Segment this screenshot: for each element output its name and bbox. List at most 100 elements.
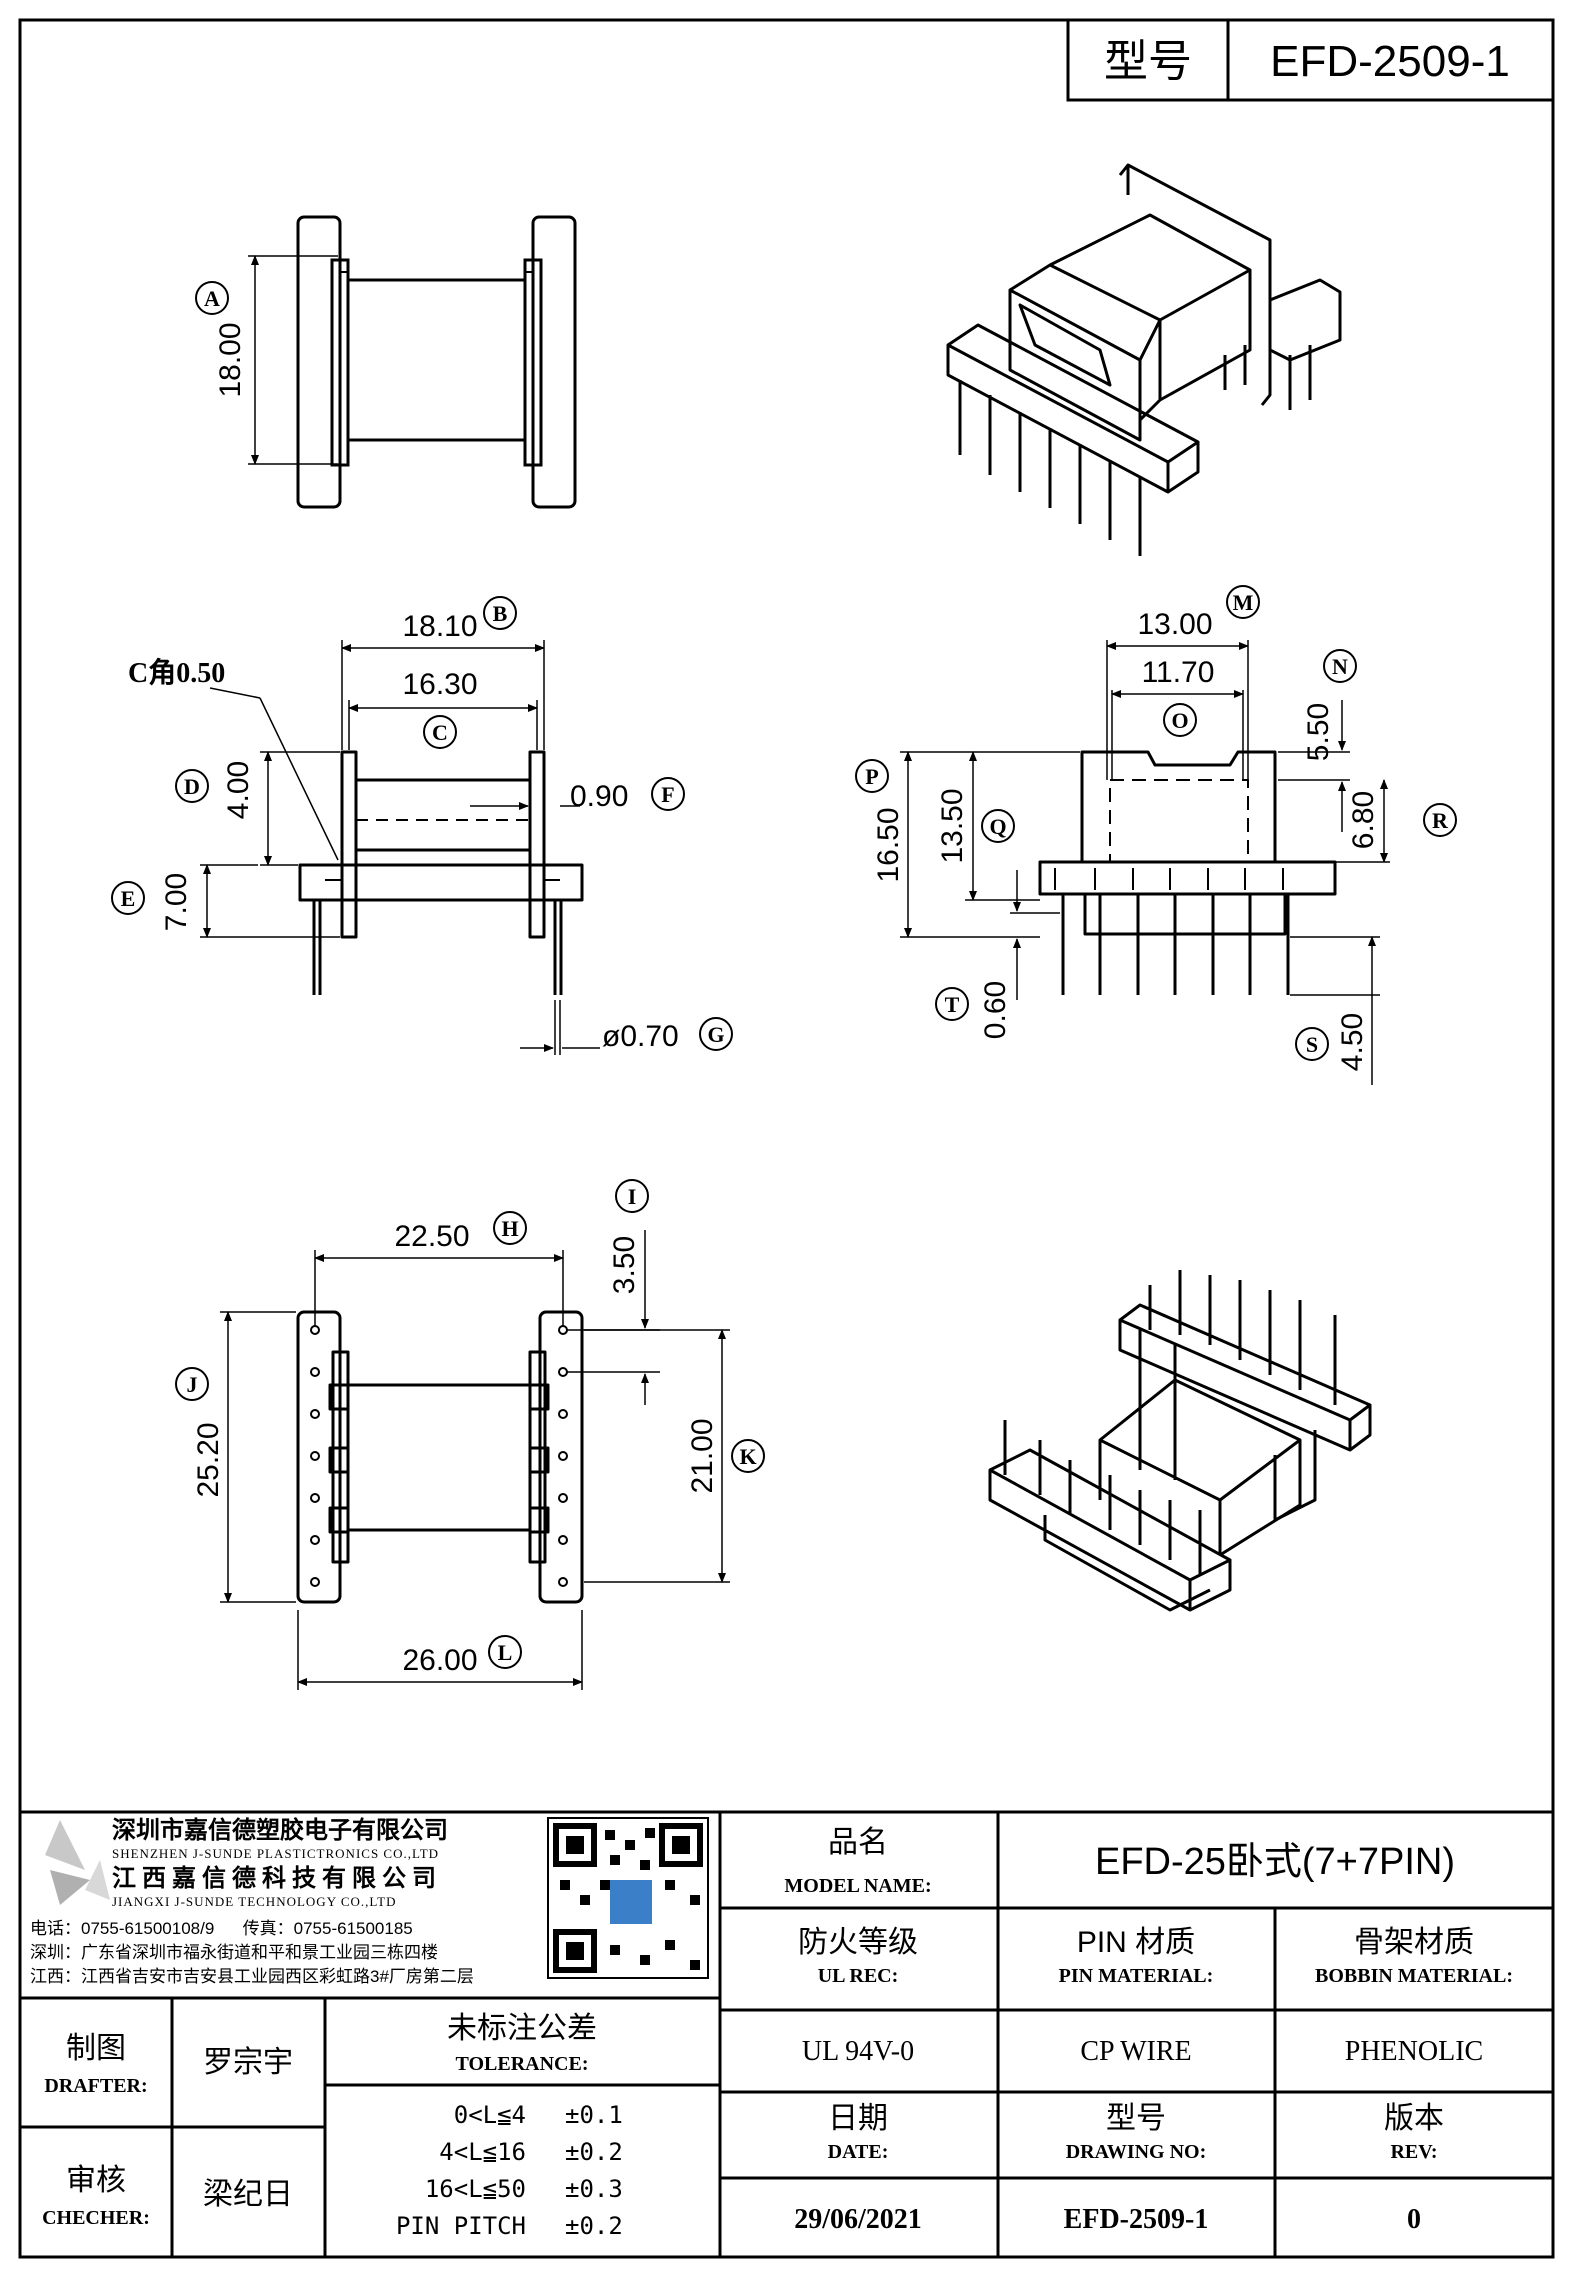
date-label-en: DATE: <box>828 2141 889 2163</box>
bubble-E-label: E <box>121 886 136 911</box>
bubble-Q-label: Q <box>989 814 1006 839</box>
company-address-jiangxi: 江西：江西省吉安市吉安县工业园西区彩虹路3#厂房第二层 <box>30 1967 474 1986</box>
header-model-value: EFD-2509-1 <box>1270 37 1510 86</box>
company-name-cn-2: 江西嘉信德科技有限公司 <box>112 1864 442 1892</box>
ul-label-cn: 防火等级 <box>798 1926 918 1959</box>
dim-D-value: 4.00 <box>222 761 255 819</box>
bubble-R-label: R <box>1432 808 1449 833</box>
bubble-K <box>731 1439 765 1473</box>
dim-A-value: 18.00 <box>214 322 247 397</box>
bubble-B-label: B <box>493 601 508 626</box>
date-value: 29/06/2021 <box>794 2204 922 2235</box>
drafter-label-en: DRAFTER: <box>44 2075 147 2097</box>
dim-A: 18.00 A <box>195 281 247 398</box>
bubble-D <box>175 769 209 803</box>
dim-P-value: 16.50 <box>872 807 905 882</box>
bubble-P-label: P <box>865 764 878 789</box>
company-address-shenzhen: 深圳：广东省深圳市福永街道和平和景工业园三栋四楼 <box>30 1943 438 1962</box>
side-view <box>298 750 584 995</box>
bubble-F-label: F <box>661 782 674 807</box>
bubble-R <box>1423 803 1457 837</box>
dim-R-value: 6.80 <box>1347 791 1380 849</box>
tolerance-range-2: 4<L≦16 <box>439 2138 526 2166</box>
drawing-no-label-en: DRAWING NO: <box>1066 2141 1207 2163</box>
header-box: 型号 EFD-2509-1 <box>1066 18 1555 102</box>
top-view <box>248 215 577 509</box>
bubble-I-label: H <box>501 1216 518 1241</box>
pin-material-label-cn: PIN 材质 <box>1077 1926 1195 1959</box>
model-name-value: EFD-25卧式(7+7PIN) <box>1095 1841 1455 1883</box>
dim-N-value: 5.50 <box>1302 703 1335 761</box>
tolerance-range-3: 16<L≦50 <box>425 2175 526 2203</box>
pin-material-label-en: PIN MATERIAL: <box>1059 1965 1214 1987</box>
bubble-P <box>855 759 889 793</box>
dim-L-value: 26.00 <box>402 1644 477 1677</box>
bubble-M <box>1226 585 1260 619</box>
tolerance-range-1: 0<L≦4 <box>454 2101 526 2129</box>
tolerance-value-4: ±0.2 <box>565 2212 623 2240</box>
bubble-H <box>615 1179 649 1213</box>
bubble-T <box>935 987 969 1021</box>
chamfer-note: C角0.50 <box>128 656 225 689</box>
dim-S-value: 4.50 <box>1336 1013 1369 1071</box>
company-name-en-2: JIANGXI J-SUNDE TECHNOLOGY CO.,LTD <box>112 1894 397 1909</box>
dim-Q-value: 13.50 <box>936 788 969 863</box>
qr-code <box>547 1817 709 1979</box>
bubble-F <box>651 777 685 811</box>
dim-E-value: 7.00 <box>160 873 193 931</box>
rev-label-en: REV: <box>1390 2141 1437 2163</box>
iso-view-lower <box>988 1270 1372 1612</box>
tolerance-label-cn: 未标注公差 <box>447 2012 597 2045</box>
bubble-L <box>488 1635 522 1669</box>
bobbin-material-value: PHENOLIC <box>1345 2036 1483 2067</box>
dim-T-value: 0.60 <box>979 981 1012 1039</box>
header-model-label: 型号 <box>1104 37 1192 86</box>
company-name-en-1: SHENZHEN J-SUNDE PLASTICTRONICS CO.,LTD <box>112 1846 439 1861</box>
bubble-K-label: K <box>739 1444 756 1469</box>
date-label-cn: 日期 <box>828 2102 888 2135</box>
bubble-A-label: A <box>204 286 220 311</box>
bubble-O-label: O <box>1171 708 1188 733</box>
bubble-G-label: G <box>707 1022 724 1047</box>
tolerance-range-4: PIN PITCH <box>396 2212 526 2240</box>
side-view-dims <box>200 640 600 1055</box>
drawing-no-label-cn: 型号 <box>1106 2102 1166 2135</box>
bubble-N-label: N <box>1332 654 1348 679</box>
drafter-name: 罗宗宇 <box>203 2046 293 2079</box>
bobbin-material-label-cn: 骨架材质 <box>1354 1926 1474 1959</box>
rev-value: 0 <box>1407 2204 1421 2235</box>
bubble-G <box>699 1017 733 1051</box>
bubble-Q <box>981 809 1015 843</box>
dim-C-value: 16.30 <box>402 668 477 701</box>
dim-I-value: 22.50 <box>394 1220 469 1253</box>
bubble-C-label: C <box>432 720 448 745</box>
bottom-view <box>296 1310 584 1604</box>
bottom-view-dims <box>220 1230 730 1690</box>
bubble-H-label: I <box>628 1184 637 1209</box>
bubble-O <box>1163 703 1197 737</box>
bubble-I <box>493 1211 527 1245</box>
checker-label-cn: 审核 <box>66 2164 126 2197</box>
ul-value: UL 94V-0 <box>802 2036 914 2067</box>
bubble-S-label: S <box>1306 1032 1318 1057</box>
iso-view-upper <box>946 163 1342 556</box>
bubble-C <box>423 715 457 749</box>
drawing-no-value: EFD-2509-1 <box>1064 2204 1209 2235</box>
bubble-E <box>111 881 145 915</box>
company-logo <box>45 1820 110 1905</box>
bubble-T-label: T <box>945 992 960 1017</box>
tolerance-value-1: ±0.1 <box>565 2101 623 2129</box>
bubble-D-label: D <box>184 774 200 799</box>
bubble-N <box>1323 649 1357 683</box>
company-name-cn-1: 深圳市嘉信德塑胶电子有限公司 <box>112 1816 448 1844</box>
tolerance-value-2: ±0.2 <box>565 2138 623 2166</box>
bubble-A <box>195 281 229 315</box>
bobbin-material-label-en: BOBBIN MATERIAL: <box>1315 1965 1513 1987</box>
dim-K-value: 21.00 <box>686 1418 719 1493</box>
bubble-S <box>1295 1027 1329 1061</box>
ul-label-en: UL REC: <box>818 1965 899 1987</box>
front-view-labels: 13.00 M N 5.50 11.70 O P 16.50 13.50 Q 6… <box>855 585 1457 1071</box>
model-name-label-cn: 品名 <box>828 1826 888 1859</box>
model-name-label-en: MODEL NAME: <box>784 1875 931 1897</box>
front-view <box>1038 750 1337 995</box>
